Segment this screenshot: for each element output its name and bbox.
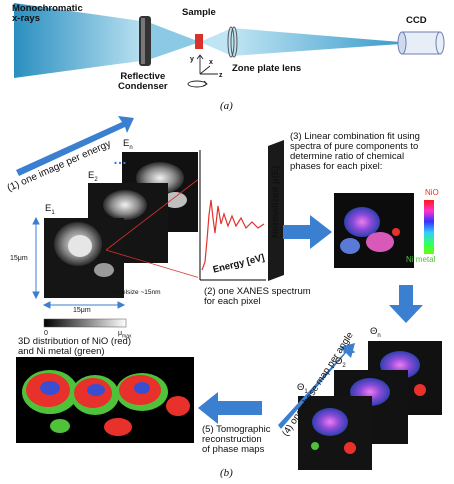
- sample-shape: [195, 34, 203, 49]
- source-label: Monochromatic x-rays: [12, 3, 83, 24]
- angle-stack: [298, 341, 442, 470]
- energy-n-label: En: [123, 138, 133, 151]
- caption-b: (b): [220, 467, 233, 479]
- energy-1-label: E1: [45, 203, 55, 216]
- step5-label: (5) Tomographic reconstruction of phase …: [202, 424, 271, 455]
- step5-arrow: [198, 392, 262, 424]
- gray-scale-bar: [43, 318, 127, 328]
- scale-max-label: μmax: [118, 330, 132, 340]
- step3-label: (3) Linear combination fit using spectra…: [290, 131, 420, 172]
- angle-1-label: Θ1: [297, 382, 308, 395]
- size-horizontal-label: 15μm: [73, 307, 91, 314]
- condenser-label: Reflective Condenser: [118, 71, 168, 92]
- image-stack: [32, 152, 202, 328]
- zone-plate-shape: [227, 26, 235, 58]
- energy-2-label: E2: [88, 170, 98, 183]
- panel-a-optics: [14, 3, 445, 88]
- axis-x-label: x: [209, 59, 213, 66]
- step3-arrow: [283, 215, 332, 249]
- size-vertical-label: 15μm: [10, 255, 28, 262]
- step4-down-arrow: [389, 285, 423, 323]
- phase-colorbar: [424, 200, 434, 254]
- distribution-3d: [16, 357, 194, 443]
- legend-ni-metal: Ni metal: [406, 255, 436, 264]
- ccd-shape: [397, 31, 445, 55]
- ccd-label: CCD: [406, 15, 427, 26]
- spectrum-plot: [198, 140, 284, 282]
- spectrum-block: [268, 140, 284, 281]
- incoming-beam: [14, 3, 148, 78]
- pixel-link-line: [105, 177, 201, 251]
- axis-y-label: y: [190, 56, 194, 63]
- step1-arrow: [16, 116, 134, 176]
- caption-a: (a): [220, 100, 233, 112]
- phase-map: [334, 193, 434, 268]
- angle-dots: …: [342, 340, 356, 356]
- spectrum-ylabel: Normalized μ(E): [270, 165, 281, 238]
- step2-label: (2) one XANES spectrum for each pixel: [204, 286, 311, 307]
- step4-arrow: [278, 343, 355, 429]
- legend-nio: NiO: [425, 188, 439, 197]
- scale-min-label: 0: [44, 330, 48, 337]
- sample-label: Sample: [182, 7, 216, 18]
- distribution-title: 3D distribution of NiO (red) and Ni meta…: [18, 336, 131, 357]
- angle-2-label: Θ2: [335, 356, 346, 369]
- outgoing-beam: [232, 28, 400, 56]
- diverging-beam: [200, 28, 232, 56]
- xanes-curve: [201, 199, 265, 271]
- axis-z-label: z: [219, 72, 223, 79]
- energy-dots: …: [113, 151, 127, 167]
- zone-plate-label: Zone plate lens: [232, 63, 302, 74]
- axes-glyph: [187, 54, 218, 88]
- condenser-beam: [148, 22, 200, 60]
- angle-n-label: Θn: [370, 326, 381, 339]
- pixelsize-label: Pixelsize ~15nm: [113, 289, 161, 296]
